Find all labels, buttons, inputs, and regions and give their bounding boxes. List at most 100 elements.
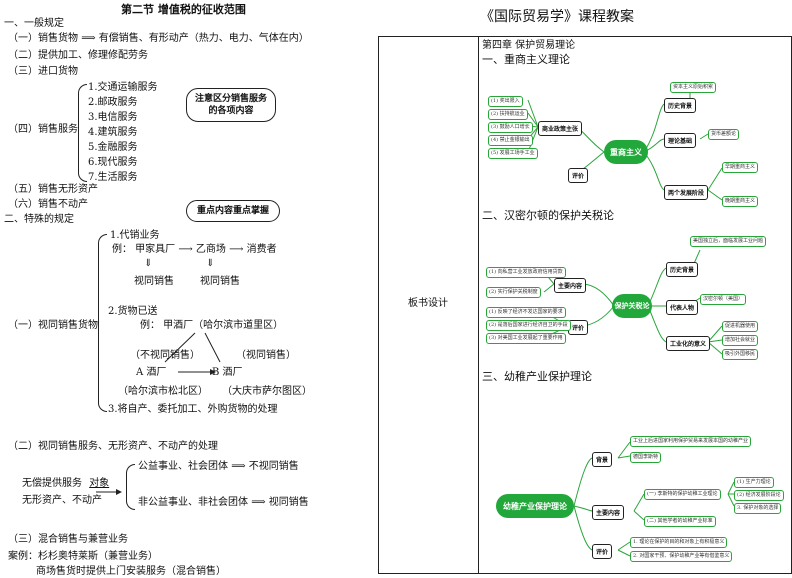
item-processing: （二）提供加工、修理修配劳务 — [8, 50, 148, 61]
services-label: （四）销售服务 — [8, 124, 78, 135]
plant-a: A 酒厂 — [136, 367, 167, 378]
mindmap-1-background: 历史背景 — [664, 98, 697, 113]
mindmap-1-node: (5) 发展工场手工业 — [488, 148, 538, 159]
mindmap-1-stages: 两个发展阶段 — [664, 185, 709, 200]
arrow-right-icon: ⟶ — [178, 244, 193, 255]
mindmap-1-center: 重商主义 — [604, 140, 648, 164]
not-deemed-label: （不视同销售） — [130, 350, 200, 361]
mindmap-1-node: (1) 奖出限入 — [488, 96, 523, 107]
mindmap-3-node: 3. 保护对象的选择 — [734, 503, 782, 514]
agency-factory: 例： 甲家具厂 — [112, 244, 176, 255]
services-list: 1.交通运输服务 2.邮政服务 3.电信服务 4.建筑服务 5.金融服务 6.现… — [88, 80, 158, 185]
mindmap-2-node: 美国独立后，面临发展工业问题 — [690, 236, 767, 247]
target-arrows — [96, 489, 122, 495]
service-item: 3.电信服务 — [88, 112, 138, 123]
section-infant: 三、幼稚产业保护理论 — [482, 370, 592, 383]
deemed-label: （一）视同销售货物 — [8, 320, 98, 331]
free-assets: 无形资产、不动产 — [22, 495, 102, 506]
arrow-down-icon: ⇓ — [206, 258, 215, 269]
course-title: 《国际贸易学》课程教案 — [480, 9, 634, 25]
public-welfare-row: 公益事业、社会团体 ⟹ 不视同销售 — [138, 461, 299, 472]
agency-consumer: 消费者 — [246, 244, 277, 255]
mindmap-2-background: 历史背景 — [666, 262, 699, 277]
service-item: 7.生活服务 — [88, 172, 138, 183]
service-item: 2.邮政服务 — [88, 97, 138, 108]
mindmap-1-policy: 商业政策主张 — [538, 121, 583, 136]
target-brace — [126, 464, 135, 510]
mindmap-2-node: 吸引外国移民 — [722, 349, 759, 360]
mixed-heading: （三）混合销售与兼营业务 — [8, 534, 128, 545]
case-line-2: 商场售货时提供上门安装服务（混合销售） — [36, 566, 226, 577]
callout-services: 注意区分销售服务的各项内容 — [186, 88, 276, 122]
double-arrow-icon: ⟹ — [251, 497, 266, 508]
mindmap-1-node: 资本主义原始积累 — [670, 82, 717, 93]
heading-special: 二、特殊的规定 — [4, 214, 74, 225]
callout-key: 重点内容重点掌握 — [186, 200, 280, 222]
mindmap-2-figure: 代表人物 — [666, 300, 699, 315]
service-item: 4.建筑服务 — [88, 127, 138, 138]
mindmap-3-evaluation: 评价 — [592, 544, 613, 559]
transfer-example: 例： 甲酒厂（哈尔滨市道里区） — [140, 320, 284, 331]
deemed-sale-2: 视同销售 — [200, 276, 240, 287]
mindmap-3-node: 2. 对国家干预、保护幼稚产业等有借鉴意义 — [630, 551, 733, 562]
arrow-down-icon: ⇓ — [144, 258, 153, 269]
mindmap-1-node: 早期重商主义 — [722, 162, 759, 173]
deemed-label-2: （视同销售） — [236, 350, 296, 361]
deemed-sale-1: 视同销售 — [134, 276, 174, 287]
mindmap-3-node: 1. 理论在保护的目的和对象上有积极意义 — [630, 537, 728, 548]
mindmap-1-theory: 理论基础 — [664, 133, 697, 148]
target-label: 对象 — [89, 478, 110, 489]
non-public-row: 非公益事业、非社会团体 ⟹ 视同销售 — [138, 497, 309, 508]
item-sell-goods-detail: 有偿销售、有形动产（热力、电力、气体在内） — [98, 33, 309, 44]
mindmap-1-evaluation: 评价 — [568, 168, 589, 183]
mindmap-3-node: 德国李斯特 — [630, 452, 662, 463]
item-intangible: （五）销售无形资产 — [8, 184, 98, 195]
mindmap-3-node: 工业上后进国家利用保护贸易来发展本国的幼稚产业 — [630, 436, 752, 447]
mindmap-2-content: 主要内容 — [554, 278, 587, 293]
plant-b: B 酒厂 — [212, 367, 243, 378]
mindmap-2-node: (1) 反映了经济不发达国家的要求 — [486, 307, 566, 318]
section-title: 第二节 增值税的征收范围 — [121, 3, 246, 16]
mindmap-1-node: (3) 鼓励人口增长 — [488, 122, 533, 133]
mindmap-2-node: 增加社会就业 — [722, 335, 759, 346]
mindmap-3-content: 主要内容 — [592, 505, 625, 520]
mindmap-2-node: (2) 是落后国家进行经济自卫的手段 — [486, 320, 571, 331]
mindmap-2-node: (2) 实行保护关税制度 — [486, 287, 541, 298]
mindmap-3-background: 背景 — [592, 452, 613, 467]
mindmap-1-node: 晚期重商主义 — [722, 196, 759, 207]
mindmap-2-node: 汉密尔顿（美国） — [700, 294, 747, 305]
plant-b-location: （大庆市萨尔图区） — [222, 386, 312, 397]
free-service: 无偿提供服务 对象 — [22, 478, 110, 489]
section-hamilton: 二、汉密尔顿的保护关税论 — [482, 209, 614, 222]
mindmap-3-node: (1) 生产力理论 — [734, 477, 774, 488]
deemed-services-heading: （二）视同销售服务、无形资产、不动产的处理 — [8, 441, 218, 452]
item-sell-goods: （一）销售货物 ⟹ 有偿销售、有形动产（热力、电力、气体在内） — [8, 33, 309, 45]
transfer-title: 2.货物已送 — [108, 306, 158, 317]
mindmap-3-node: (二) 其他学者的幼稚产业标准 — [644, 516, 716, 527]
mindmap-2-significance: 工业化的意义 — [666, 336, 711, 351]
mindmap-3-node: (2) 经济发展阶段论 — [734, 490, 784, 501]
mindmap-2-node: (1) 向私营工业发放政府信用贷款 — [486, 267, 566, 278]
service-item: 5.金融服务 — [88, 142, 138, 153]
agency-title: 1.代销业务 — [110, 230, 160, 241]
board-design-cell: 板书设计 — [408, 298, 448, 309]
item-sell-goods-label: （一）销售货物 — [8, 33, 78, 44]
service-item: 1.交通运输服务 — [88, 82, 158, 93]
item-realestate: （六）销售不动产 — [8, 199, 88, 210]
left-page: 第二节 增值税的征收范围 一、一般规定 （一）销售货物 ⟹ 有偿销售、有形动产（… — [0, 0, 352, 578]
arrow-right-icon: ⟶ — [229, 244, 244, 255]
mindmap-2-node: 促进机器使用 — [722, 321, 759, 332]
double-arrow-icon: ⟹ — [81, 33, 96, 44]
transfer-arrows — [164, 332, 221, 375]
mindmap-1-node: (4) 禁止金银输出 — [488, 135, 533, 146]
mindmap-1-node: (2) 扶持航运业 — [488, 109, 528, 120]
case-line: 案例：杉杉奥特莱斯（兼营业务） — [8, 551, 158, 562]
plant-a-location: （哈尔滨市松北区） — [118, 386, 208, 397]
chapter-title: 第四章 保护贸易理论 — [482, 40, 576, 51]
mindmap-1-node: 货币差额论 — [708, 129, 740, 140]
section-mercantilism: 一、重商主义理论 — [482, 53, 570, 66]
mindmap-3-lines — [573, 441, 735, 557]
item-import: （三）进口货物 — [8, 66, 78, 77]
mindmap-2-node: (3) 对美国工业发展起了重要作用 — [486, 333, 566, 344]
mindmap-2-center: 保护关税论 — [612, 294, 652, 318]
